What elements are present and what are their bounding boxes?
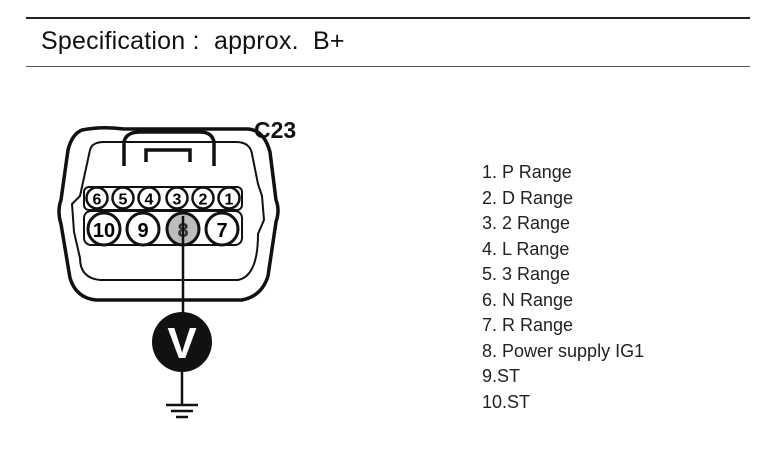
legend-item: 3. 2 Range	[482, 213, 571, 233]
bottom-pin-row: 10 9 8 7	[86, 211, 240, 247]
bottom-rule	[26, 66, 750, 67]
legend-item: 8. Power supply IG1	[482, 340, 645, 361]
legend-item: 9.ST	[482, 366, 521, 386]
pin-label: 10	[93, 220, 115, 242]
pin-2-circle	[191, 186, 215, 210]
pin-6-circle	[85, 186, 109, 210]
pin-4-circle	[137, 186, 161, 210]
pin-legend: 1. P Range 2. D Range 3. 2 Range 4. L Ra…	[482, 160, 644, 415]
pin-cavity-bottom	[83, 210, 243, 246]
connector-id-label: C23	[254, 117, 296, 143]
pin-label: 7	[216, 220, 227, 242]
connector-inner-outline	[70, 141, 266, 281]
spec-label: Specification	[41, 27, 186, 55]
pin-label: 3	[173, 192, 182, 209]
top-rule	[26, 17, 750, 19]
pin-10-circle	[86, 211, 122, 247]
pin-label: 5	[119, 192, 128, 209]
legend-item: 2. D Range	[482, 187, 574, 208]
pin-label: 4	[145, 192, 154, 209]
connector-latch	[122, 130, 216, 166]
pin-label: 9	[137, 220, 148, 242]
legend-item: 7. R Range	[482, 315, 574, 335]
legend-item: 10.ST	[482, 391, 531, 412]
connector-housing	[57, 125, 280, 302]
spec-separator: :	[192, 27, 200, 55]
voltmeter-icon: V	[152, 312, 212, 372]
voltmeter-symbol: V	[167, 319, 197, 368]
pin-5-circle	[111, 186, 135, 210]
connector-latch-window	[144, 148, 192, 162]
pin-label: 1	[225, 192, 234, 209]
pin-label: 6	[93, 192, 102, 209]
pin-3-circle	[165, 186, 189, 210]
spec-value: approx. B+	[213, 27, 345, 55]
legend-item: 1. P Range	[482, 162, 572, 182]
ground-symbol-icon	[166, 403, 198, 419]
specification-line: Specification : approx. B+	[41, 27, 345, 56]
top-pin-row: 6 5 4 3 2 1	[85, 186, 241, 210]
pin-1-circle	[217, 186, 241, 210]
pin-9-circle	[125, 211, 161, 247]
legend-item: 5. 3 Range	[482, 264, 571, 284]
pin-7-circle	[204, 211, 240, 247]
legend-item: 6. N Range	[482, 289, 574, 310]
legend-item: 4. L Range	[482, 238, 570, 259]
pin-label: 2	[199, 192, 208, 209]
